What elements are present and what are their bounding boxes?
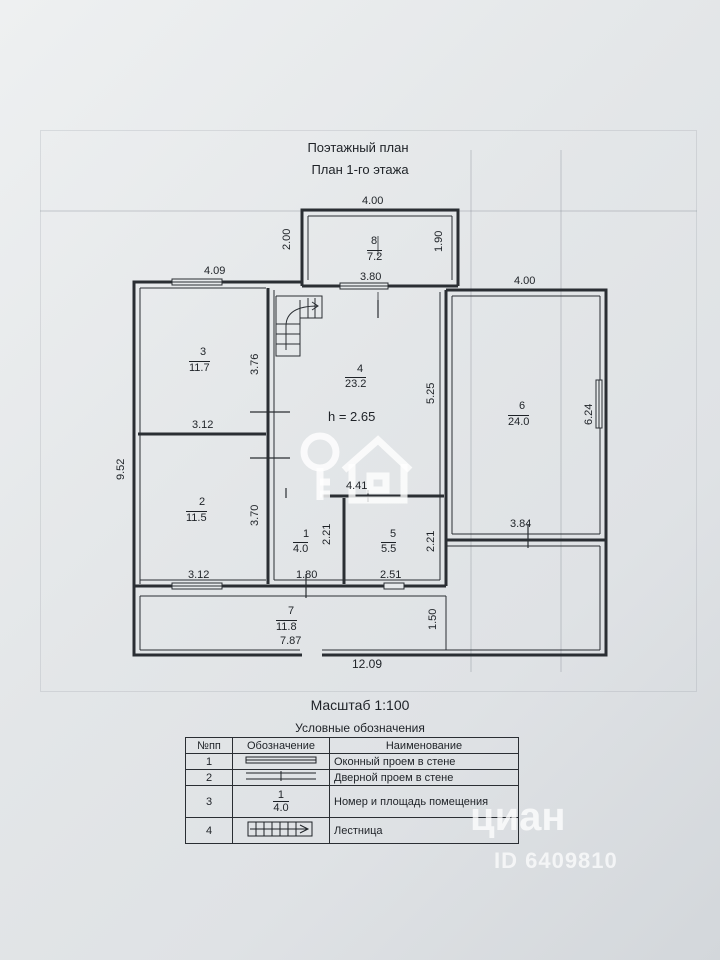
dim-left-room8: 2.00 (281, 228, 293, 250)
dim-room1-height: 2.21 (321, 523, 333, 545)
room-7-walls (132, 590, 302, 657)
legend-header-symbol: Обозначение (232, 737, 330, 754)
room-8-walls (300, 208, 460, 286)
ceiling-height: h = 2.65 (328, 409, 376, 424)
room-6-number: 6 (519, 400, 526, 412)
legend-sample-number: 1 (273, 789, 289, 802)
room-3-area: 11.7 (189, 361, 210, 374)
plan-title: Поэтажный план (307, 140, 409, 155)
legend-stairs-symbol-icon (232, 817, 330, 844)
room-4-number: 4 (357, 363, 364, 375)
legend-header-name: Наименование (329, 737, 519, 754)
dim-overall-left: 9.52 (115, 458, 127, 480)
room-6-area: 24.0 (508, 415, 530, 428)
outer-wall-right (446, 288, 608, 542)
dim-room5-bottom: 2.51 (380, 569, 402, 581)
legend-row: 2 Дверной проем в стене (185, 769, 519, 786)
room-5-area: 5.5 (381, 542, 397, 555)
bleed-through-line (560, 150, 562, 672)
dim-room4-top: 3.80 (360, 271, 382, 283)
dim-top-right: 4.00 (514, 275, 536, 287)
dim-top-left: 4.09 (204, 265, 226, 277)
watermark-brand: циан (470, 795, 566, 839)
legend-table: №пп Обозначение Наименование 1 Оконный п… (185, 737, 519, 844)
legend-row-number: 4 (185, 817, 233, 844)
watermark-key-house-icon (300, 432, 413, 504)
dim-room3-bottom: 3.12 (192, 419, 214, 431)
room-4-area: 23.2 (345, 377, 367, 390)
legend-row-number: 2 (185, 769, 233, 786)
outer-wall-left (132, 280, 302, 590)
legend-title: Условные обозначения (295, 721, 425, 735)
legend-window-symbol-icon (232, 753, 330, 770)
room-3-number: 3 (200, 346, 207, 358)
plan-subtitle: План 1-го этажа (311, 162, 409, 177)
room-1-number: 1 (303, 528, 310, 540)
dim-room1-bottom: 1.80 (296, 569, 318, 581)
room-2-number: 2 (199, 496, 206, 508)
dim-room6-right: 6.24 (583, 403, 595, 425)
dim-room4-right: 5.25 (425, 382, 437, 404)
dim-room2-bottom: 3.12 (188, 569, 210, 581)
dimension-lines (377, 236, 529, 548)
legend-row: 1 Оконный проем в стене (185, 753, 519, 770)
dim-room5-height: 2.21 (425, 530, 437, 552)
legend-row-name: Лестница (329, 817, 519, 844)
dim-room7-width: 7.87 (280, 635, 302, 647)
room-8-number: 8 (371, 235, 378, 247)
legend-row-number: 1 (185, 753, 233, 770)
bleed-through-table (40, 130, 697, 692)
dim-top-room8: 4.00 (362, 195, 384, 207)
dim-room5-top: 4.41 (346, 480, 368, 492)
watermark-id: ID 6409810 (494, 848, 618, 873)
legend-door-symbol-icon (232, 769, 330, 786)
dim-overall-bottom: 12.09 (352, 657, 383, 671)
legend-header-row: №пп Обозначение Наименование (185, 737, 519, 754)
legend-fraction-symbol: 1 4.0 (232, 785, 330, 818)
room-8-area: 7.2 (367, 250, 383, 263)
legend-row-name: Оконный проем в стене (329, 753, 519, 770)
dim-right-room8: 1.90 (433, 230, 445, 252)
legend-header-number: №пп (185, 737, 233, 754)
scale-label: Масштаб 1:100 (310, 697, 410, 713)
bleed-through-line (470, 150, 472, 672)
legend-row: 3 1 4.0 Номер и площадь помещения (185, 785, 519, 818)
room-5-number: 5 (390, 528, 397, 540)
room-7-number: 7 (288, 605, 295, 617)
legend-row: 4 Лестница (185, 817, 519, 844)
staircase-symbol (275, 295, 323, 357)
dim-room6-bottom: 3.84 (510, 518, 532, 530)
room-1-area: 4.0 (293, 542, 309, 555)
dim-room2-right: 3.70 (249, 504, 261, 526)
room-7-area: 11.8 (276, 620, 297, 633)
room-2-area: 11.5 (186, 511, 207, 524)
dim-room7-right: 1.50 (427, 608, 439, 630)
room-7-walls-right (322, 540, 608, 657)
window-room5 (383, 582, 405, 590)
legend-sample-area: 4.0 (273, 802, 289, 814)
dim-room3-right: 3.76 (249, 353, 261, 375)
legend-row-name: Дверной проем в стене (329, 769, 519, 786)
legend-row-number: 3 (185, 785, 233, 818)
